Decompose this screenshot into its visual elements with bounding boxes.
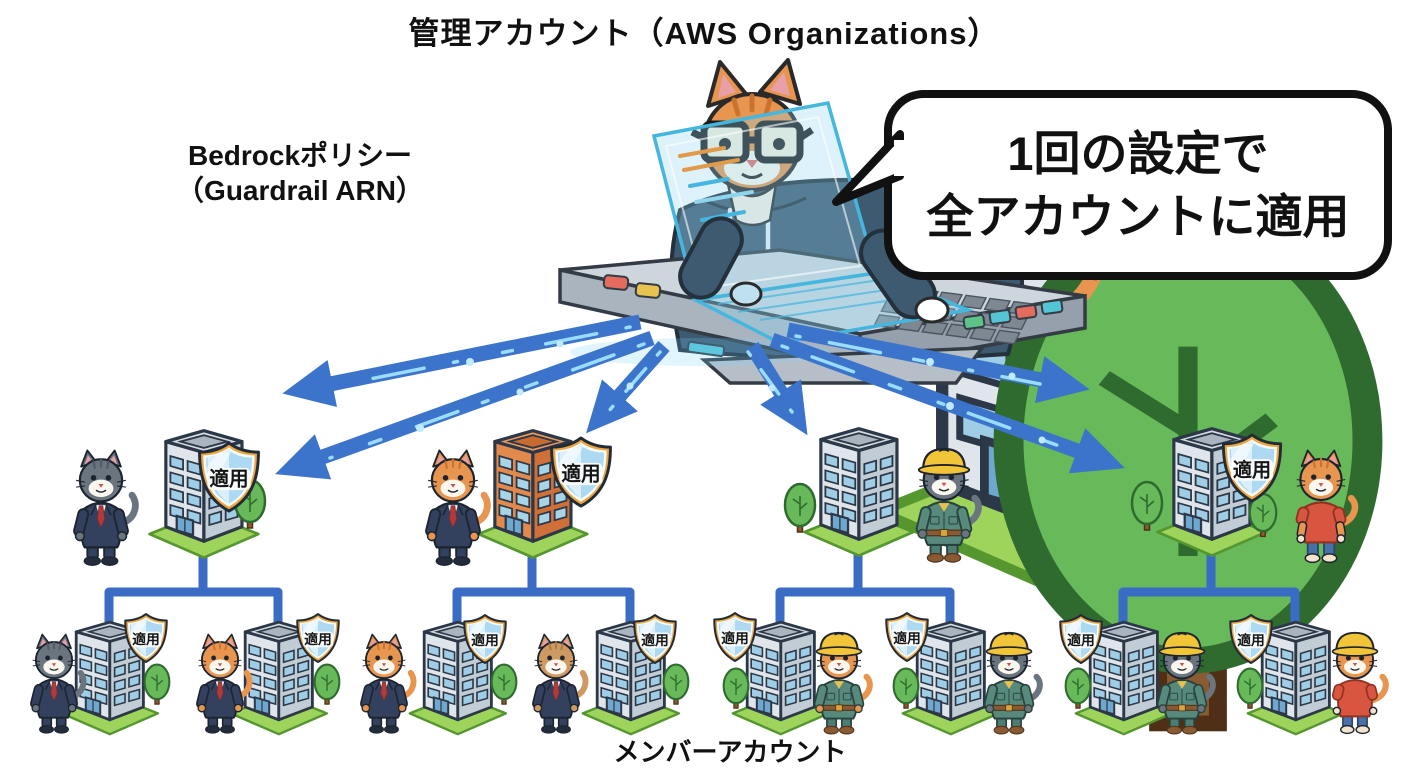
speech-bubble: 1回の設定で 全アカウントに適用 [832, 90, 1392, 280]
shield-label: 適用 [1067, 632, 1095, 648]
bedrock-policy-line2: （Guardrail ARN） [176, 175, 424, 206]
cat-paw-left [729, 281, 763, 307]
group3-child1-shield: 適用 [713, 612, 757, 662]
group2-child1-cat [352, 628, 416, 738]
group3-child1-cat [806, 626, 872, 738]
arrow-to-group3 [745, 342, 808, 436]
group3-tree [783, 482, 817, 534]
group4-child2-tree [1236, 667, 1264, 710]
holo-screen-inner [664, 115, 862, 290]
group2-child2-cat [524, 628, 588, 738]
group1-parent-shield: 適用 [198, 441, 260, 513]
console-side-keys [962, 299, 1064, 330]
arrow-to-group1-top [282, 314, 642, 408]
group2-child1-tree [490, 663, 518, 706]
shield-label: 適用 [561, 463, 600, 486]
group4-child1-shield: 適用 [1059, 614, 1103, 664]
shield-label: 適用 [893, 630, 921, 646]
speech-bubble-tail [832, 130, 908, 206]
glasses-bridge [690, 127, 814, 144]
arrow-to-group1 [275, 330, 655, 480]
member-account-label: メンバーアカウント [613, 737, 847, 767]
group1-child1-tree [143, 663, 171, 706]
group4-child1-tree [1064, 667, 1092, 710]
group3-child2-cat [976, 626, 1042, 738]
group2-parent-cat [414, 448, 492, 566]
cat-eye-right [773, 138, 785, 150]
shield-label: 適用 [721, 630, 749, 646]
group3-child2-shield: 適用 [885, 612, 929, 662]
group4-parent-shield: 適用 [1221, 433, 1283, 503]
group1-child1-shield: 適用 [124, 613, 168, 663]
bedrock-policy-label: Bedrockポリシー （Guardrail ARN） [150, 138, 450, 208]
management-account-scene [558, 58, 1168, 383]
group1-child2-shield: 適用 [296, 613, 340, 663]
bedrock-policy-line1: Bedrockポリシー [187, 140, 413, 171]
connector-group4 [1118, 587, 1300, 633]
group4-child2-shield: 適用 [1229, 614, 1273, 664]
group4-child2-cat [1322, 626, 1388, 738]
shield-label: 適用 [1233, 458, 1271, 481]
group3-child1-tree [722, 667, 750, 710]
cat-arm-left [678, 216, 744, 300]
group1-child1-cat [22, 628, 86, 738]
shield-label: 適用 [471, 632, 499, 648]
group2-child2-tree [662, 663, 690, 706]
group4-parent-cat [1284, 448, 1358, 563]
speech-bubble-line1: 1回の設定で [1007, 126, 1269, 180]
cat-paw-right [914, 296, 950, 324]
cat-ear-right-inner [770, 72, 790, 96]
cat-nose [746, 160, 758, 168]
group2-child2-shield: 適用 [633, 614, 677, 664]
group2-child1-shield: 適用 [463, 614, 507, 664]
console-indicator [686, 340, 726, 358]
page-title: 管理アカウント（AWS Organizations） [408, 16, 1000, 51]
cat-ear-left-inner [718, 74, 736, 98]
connector-group3 [775, 587, 955, 633]
shield-label: 適用 [304, 631, 332, 647]
cat-head-stripes [731, 93, 773, 117]
group1-child2-cat [188, 628, 252, 738]
group4-tree-left [1130, 480, 1164, 532]
arrow-light-streaks [328, 325, 1078, 460]
group3-child2-tree [892, 667, 920, 710]
group1-parent-cat [62, 448, 140, 566]
shield-label: 適用 [209, 468, 248, 491]
group4-child1-cat [1149, 626, 1215, 738]
cat-mouth [741, 172, 763, 179]
connector-group2 [452, 587, 635, 633]
shield-label: 適用 [1237, 632, 1265, 648]
arrow-glow-dots [416, 340, 1046, 444]
group2-parent-shield: 適用 [550, 436, 612, 508]
shield-label: 適用 [641, 632, 669, 648]
speech-bubble-line2: 全アカウントに適用 [926, 190, 1350, 243]
console-button-red [602, 274, 630, 291]
shield-label: 適用 [132, 631, 160, 647]
console-button-yellow [634, 282, 662, 299]
holo-code-lines [678, 146, 754, 222]
group3-parent-cat [904, 444, 984, 564]
group1-child2-tree [313, 663, 341, 706]
connector-group1 [104, 587, 283, 633]
